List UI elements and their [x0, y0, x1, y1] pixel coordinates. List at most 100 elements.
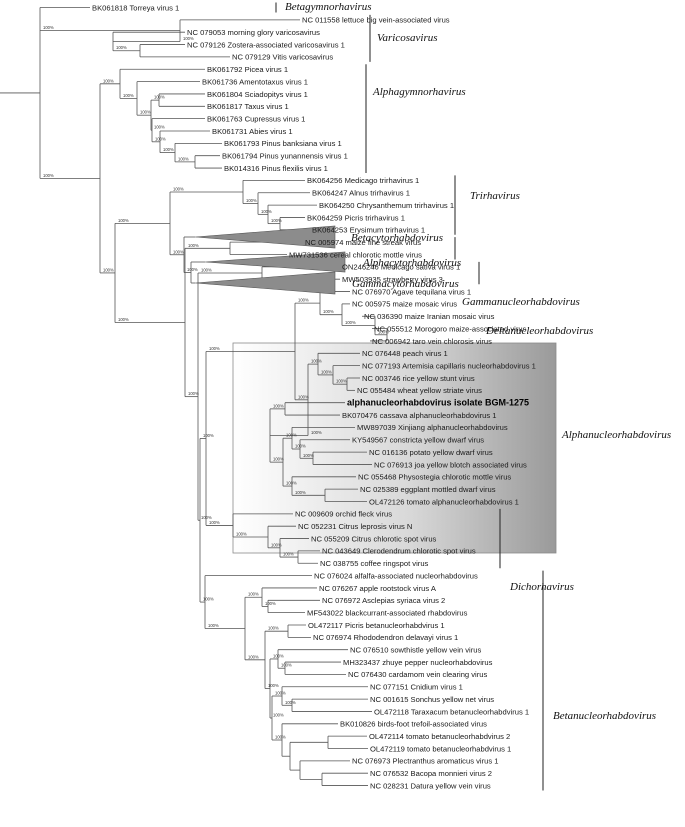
clade-label: Betacytorhabdovirus — [351, 232, 443, 244]
clade-label: Deltanucleorhabdovirus — [485, 325, 593, 337]
bootstrap-label: 100% — [154, 95, 165, 100]
bootstrap-label: 100% — [268, 683, 279, 688]
bootstrap-label: 100% — [295, 444, 306, 449]
bootstrap-label: 100% — [187, 267, 198, 272]
leaf-label: BK070476 cassava alphanucleorhabdovirus … — [342, 411, 497, 420]
bootstrap-label: 100% — [283, 552, 294, 557]
bootstrap-label: 100% — [154, 125, 165, 130]
clade-label: Alphacytorhabdovirus — [362, 257, 461, 269]
leaf-label: MH323437 zhuye pepper nucleorhabdovirus — [343, 658, 493, 667]
bootstrap-label: 100% — [275, 735, 286, 740]
bootstrap-label: 100% — [248, 654, 259, 659]
leaf-label: OL472126 tomato alphanucleorhabdovirus 1 — [369, 497, 519, 506]
leaf-label: BK064253 Erysimum trirhavirus 1 — [312, 226, 425, 235]
leaf-label: BK010826 birds-foot trefoil-associated v… — [340, 720, 487, 729]
clade-label: Alphanucleorhabdovirus — [561, 429, 671, 441]
leaf-label: NC 055512 Morogoro maize-associated viru… — [374, 324, 527, 333]
clade-label: Alphagymnorhavirus — [372, 86, 466, 98]
leaf-label: NC 076510 sowthistle yellow vein virus — [350, 646, 481, 655]
leaf-label: OL472117 Picris betanucleorhabdvirus 1 — [308, 621, 445, 630]
collapsed-clade-triangle — [204, 251, 346, 273]
clade-label: Betagymnorhavirus — [285, 1, 372, 13]
leaf-label: NC 011558 lettuce big vein-associated vi… — [302, 16, 450, 25]
leaf-label: NC 077193 Artemisia capillaris nucleorha… — [362, 361, 536, 370]
leaf-label: NC 036390 maize Iranian mosaic virus — [364, 312, 495, 321]
clade-label: Trirhavirus — [470, 190, 520, 202]
leaf-label: NC 055468 Physostegia chlorotic mottle v… — [358, 473, 511, 482]
alphanucleorhabdovirus-highlight-box — [232, 342, 557, 554]
leaf-label: NC 052231 Citrus leprosis virus N — [298, 522, 412, 531]
leaf-label: NC 043649 Clerodendrum chlorotic spot vi… — [322, 547, 476, 556]
bootstrap-label: 100% — [203, 433, 214, 438]
bootstrap-label: 100% — [303, 453, 314, 458]
bootstrap-label: 100% — [43, 173, 54, 178]
leaf-label: BK061792 Picea virus 1 — [207, 65, 288, 74]
leaf-label: NC 076972 Asclepias syriaca virus 2 — [322, 596, 445, 605]
bootstrap-label: 100% — [273, 457, 284, 462]
bootstrap-label: 100% — [275, 691, 286, 696]
bootstrap-label: 100% — [321, 369, 332, 374]
bootstrap-label: 100% — [140, 110, 151, 115]
clade-label: Gammacytorhabdovirus — [352, 278, 459, 290]
clade-label: Betanucleorhabdovirus — [553, 710, 656, 722]
bootstrap-label: 100% — [295, 490, 306, 495]
leaf-label: NC 076970 Agave tequilana virus 1 — [352, 287, 471, 296]
leaf-label: NC 005974 maize fine streak virus — [305, 238, 421, 247]
bootstrap-label: 100% — [286, 433, 297, 438]
bootstrap-label: 100% — [281, 663, 292, 668]
leaf-label: BK064250 Chrysanthemum trirhavirus 1 — [319, 201, 454, 210]
leaf-label: NC 028231 Datura yellow vein virus — [370, 781, 491, 790]
bootstrap-label: 100% — [261, 209, 272, 214]
leaf-label: BK061793 Pinus banksiana virus 1 — [224, 139, 342, 148]
collapsed-clade-triangle — [194, 225, 336, 249]
bootstrap-label: 100% — [285, 700, 296, 705]
leaf-label: NC 038755 coffee ringspot virus — [320, 559, 429, 568]
bootstrap-label: 100% — [201, 515, 212, 520]
bootstrap-label: 100% — [286, 481, 297, 486]
bootstrap-label: 100% — [123, 93, 134, 98]
clade-label: Gammanucleorhabdovirus — [462, 296, 580, 308]
bootstrap-label: 100% — [271, 542, 282, 547]
bootstrap-label: 100% — [201, 268, 212, 273]
collapsed-clade-triangle — [194, 271, 336, 295]
bootstrap-label: 100% — [203, 597, 214, 602]
leaf-label: NC 076267 apple rootstock virus A — [319, 584, 437, 593]
bootstrap-label: 100% — [336, 379, 347, 384]
leaf-label: NC 076532 Bacopa monnieri virus 2 — [370, 769, 492, 778]
leaf-label: OL472118 Taraxacum betanucleorhabdvirus … — [374, 707, 529, 716]
leaf-label: MW731536 cereal chlorotic mottle virus — [289, 250, 422, 259]
clade-label: Varicosavirus — [377, 32, 438, 44]
clade-label: Dichorhavirus — [509, 581, 574, 593]
bootstrap-label: 100% — [118, 317, 129, 322]
leaf-label: NC 001615 Sonchus yellow net virus — [370, 695, 494, 704]
leaf-label: BK014316 Pinus flexilis virus 1 — [224, 164, 328, 173]
bootstrap-label: 100% — [248, 592, 259, 597]
leaf-label: NC 055484 wheat yellow striate virus — [357, 386, 482, 395]
bootstrap-label: 100% — [183, 36, 194, 41]
bootstrap-label: 100% — [178, 156, 189, 161]
bootstrap-label: 100% — [103, 78, 114, 83]
bootstrap-label: 100% — [163, 147, 174, 152]
leaf-label: NC 076430 cardamom vein clearing virus — [348, 670, 487, 679]
leaf-label: NC 025389 eggplant mottled dwarf virus — [360, 485, 496, 494]
bootstrap-label: 100% — [298, 394, 309, 399]
bootstrap-label: 100% — [311, 430, 322, 435]
leaf-label: NC 076974 Rhododendron delavayi virus 1 — [313, 633, 458, 642]
bootstrap-label: 100% — [311, 359, 322, 364]
bootstrap-label: 100% — [188, 391, 199, 396]
leaf-label: MW897039 Xinjiang alphanucleorhabdovirus — [357, 423, 508, 432]
leaf-label: NC 077151 Cnidium virus 1 — [370, 683, 463, 692]
leaf-label: ON246246 Medicago sativa virus 1 — [342, 263, 460, 272]
bootstrap-label: 100% — [378, 329, 389, 334]
bootstrap-label: 100% — [246, 198, 257, 203]
leaf-label: MF543022 blackcurrant-associated rhabdov… — [307, 608, 468, 617]
bootstrap-label: 100% — [118, 218, 129, 223]
bootstrap-label: 100% — [265, 601, 276, 606]
leaf-label: NC 009609 orchid fleck virus — [295, 510, 392, 519]
leaf-label: BK061736 Amentotaxus virus 1 — [202, 77, 308, 86]
bootstrap-label: 100% — [173, 249, 184, 254]
leaf-label: NC 055209 Citrus chlorotic spot virus — [311, 534, 437, 543]
bootstrap-label: 100% — [323, 309, 334, 314]
leaf-label: BK061794 Pinus yunannensis virus 1 — [222, 152, 348, 161]
bootstrap-label: 100% — [273, 403, 284, 408]
